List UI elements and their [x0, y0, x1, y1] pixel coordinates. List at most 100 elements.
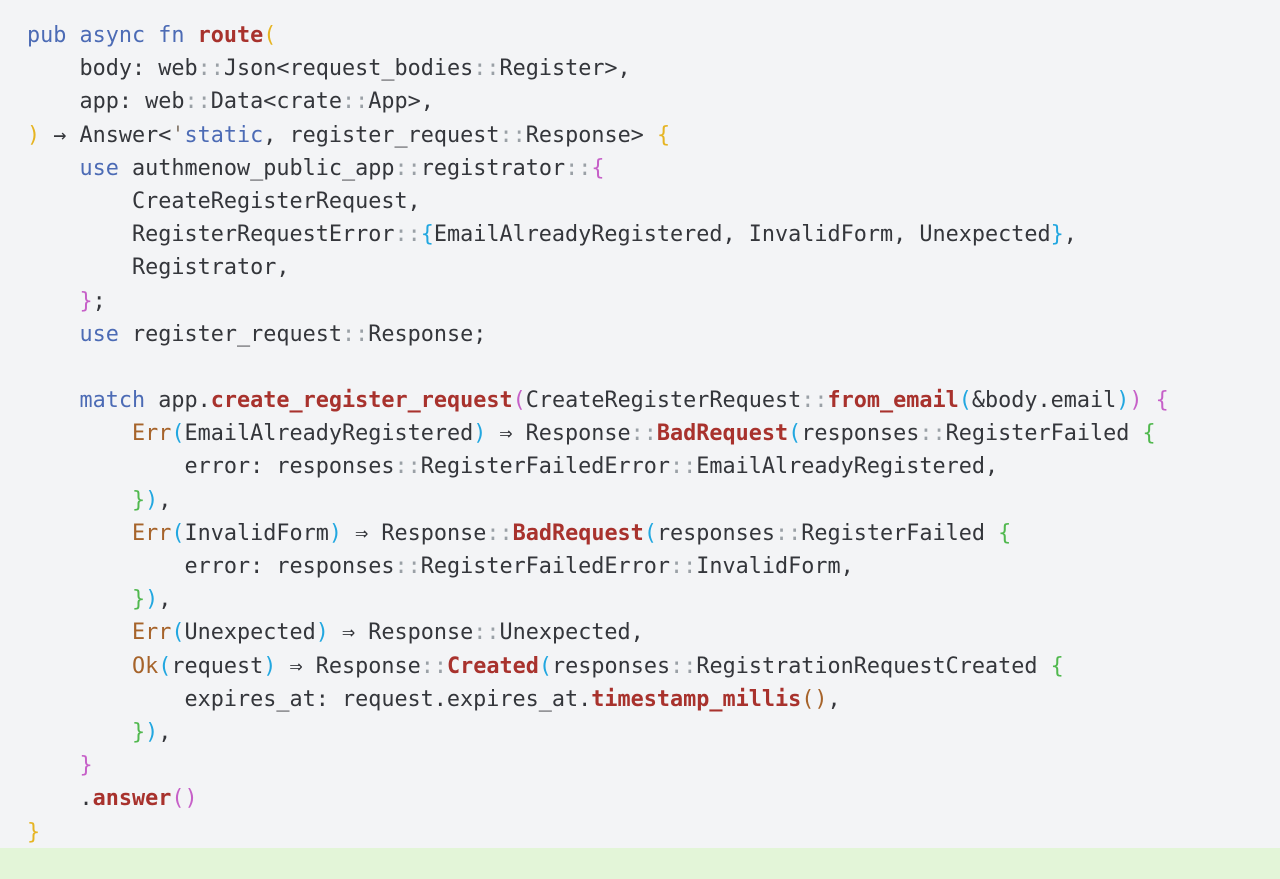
- code-token: Data<crate: [210, 89, 342, 115]
- code-token: Json<request_bodies: [223, 56, 474, 82]
- code-token: ::: [670, 653, 697, 679]
- code-line: Err(EmailAlreadyRegistered) ⇒ Response::…: [27, 417, 1169, 450]
- code-token: Response;: [368, 321, 487, 347]
- code-token: CreateRegisterRequest,: [27, 188, 421, 214]
- code-token: ': [171, 122, 185, 148]
- code-line: Err(InvalidForm) ⇒ Response::BadRequest(…: [27, 517, 1169, 550]
- code-token: }: [1050, 222, 1064, 248]
- code-token: }: [79, 753, 93, 779]
- code-token: static: [184, 122, 264, 148]
- code-token: registrator: [420, 155, 566, 181]
- code-token: [27, 753, 80, 778]
- code-line: }: [27, 749, 1169, 782]
- code-line: error: responses::RegisterFailedError::I…: [27, 550, 1169, 583]
- code-token: InvalidForm,: [696, 554, 854, 579]
- code-token: ::: [670, 554, 697, 579]
- code-token: BadRequest: [512, 520, 644, 546]
- code-token: [27, 322, 80, 347]
- code-token: ;: [92, 288, 106, 314]
- code-token: [27, 654, 132, 679]
- code-line: Registrator,: [27, 251, 1169, 284]
- code-token: app: web: [27, 89, 185, 115]
- code-token: [27, 156, 80, 181]
- code-token: (): [171, 786, 198, 812]
- code-token: ::: [630, 421, 657, 447]
- code-token: ::: [394, 454, 421, 480]
- code-token: {: [656, 122, 671, 148]
- code-token: (: [263, 23, 277, 48]
- code-token: create_register_request: [210, 388, 513, 414]
- code-token: Err: [131, 421, 172, 447]
- code-editor[interactable]: pub async fn route( body: web::Json<requ…: [0, 0, 1280, 848]
- code-token: ::: [775, 520, 802, 546]
- code-line: Ok(request) ⇒ Response::Created(response…: [27, 650, 1169, 683]
- code-token: {: [1155, 388, 1169, 414]
- code-token: (: [171, 520, 185, 546]
- code-token: from_email: [827, 388, 959, 414]
- code-token: (: [512, 388, 526, 414]
- code-token: ): [145, 719, 159, 745]
- code-token: {: [998, 520, 1012, 546]
- code-token: RegistrationRequestCreated: [696, 653, 1051, 679]
- code-token: ::: [420, 653, 447, 679]
- code-token: RegisterFailedError: [420, 554, 671, 579]
- code-token: [27, 488, 132, 513]
- code-token: {: [1142, 421, 1156, 447]
- code-line: .answer(): [27, 782, 1169, 815]
- code-token: pub async fn: [27, 23, 198, 48]
- code-token: (: [538, 653, 552, 679]
- code-token: ::: [473, 56, 500, 82]
- code-token: BadRequest: [656, 421, 789, 447]
- code-token: ): [145, 487, 159, 513]
- code-token: (: [158, 653, 172, 679]
- code-token: Unexpected,: [499, 620, 644, 646]
- code-token: [27, 289, 80, 314]
- code-token: answer: [92, 786, 172, 812]
- code-token: Err: [131, 620, 172, 646]
- code-token: (): [801, 686, 828, 712]
- code-token: ): [145, 587, 159, 613]
- code-token: (: [171, 421, 185, 447]
- code-line: Err(Unexpected) ⇒ Response::Unexpected,: [27, 616, 1169, 649]
- code-line: error: responses::RegisterFailedError::E…: [27, 450, 1169, 483]
- code-token: Ok: [131, 653, 159, 679]
- code-token: [27, 720, 132, 745]
- code-token: ): [315, 620, 329, 646]
- code-token: InvalidForm: [184, 520, 329, 546]
- code-token: (: [643, 520, 657, 546]
- code-token: ⇒ Response: [486, 421, 631, 447]
- code-token: error: responses: [27, 554, 395, 579]
- code-token: [27, 620, 132, 645]
- code-line: CreateRegisterRequest,: [27, 185, 1169, 218]
- code-token: RegisterRequestError: [27, 222, 395, 248]
- code-token: route: [197, 23, 264, 48]
- code-token: match: [79, 388, 146, 414]
- bottom-bar: [0, 848, 1280, 879]
- code-token: [27, 587, 132, 612]
- code-line: app: web::Data<crate::App>,: [27, 85, 1169, 118]
- code-token: [27, 421, 132, 446]
- code-token: RegisterFailedError: [420, 454, 671, 480]
- code-token: ⇒ Response: [328, 620, 474, 646]
- code-token: &body.email: [971, 388, 1117, 414]
- code-token: ::: [341, 89, 369, 115]
- code-token: ): [1116, 388, 1130, 414]
- code-token: }: [27, 819, 41, 845]
- code-token: RegisterFailed: [801, 520, 999, 546]
- code-token: responses: [801, 421, 920, 447]
- code-token: (: [171, 620, 185, 646]
- code-token: authmenow_public_app: [118, 155, 395, 181]
- code-token: (: [958, 388, 972, 414]
- code-token: ): [263, 653, 277, 679]
- code-token: timestamp_millis: [591, 686, 802, 712]
- code-token: [27, 388, 80, 413]
- code-token: ): [328, 520, 342, 546]
- code-block: pub async fn route( body: web::Json<requ…: [27, 19, 1169, 849]
- code-token: request: [171, 653, 264, 679]
- code-token: Created: [446, 653, 539, 679]
- code-token: ⇒ Response: [341, 520, 487, 546]
- code-line: match app.create_register_request(Create…: [27, 384, 1169, 417]
- code-token: (: [788, 421, 802, 447]
- code-token: ,: [158, 487, 172, 513]
- code-token: ,: [1063, 222, 1077, 248]
